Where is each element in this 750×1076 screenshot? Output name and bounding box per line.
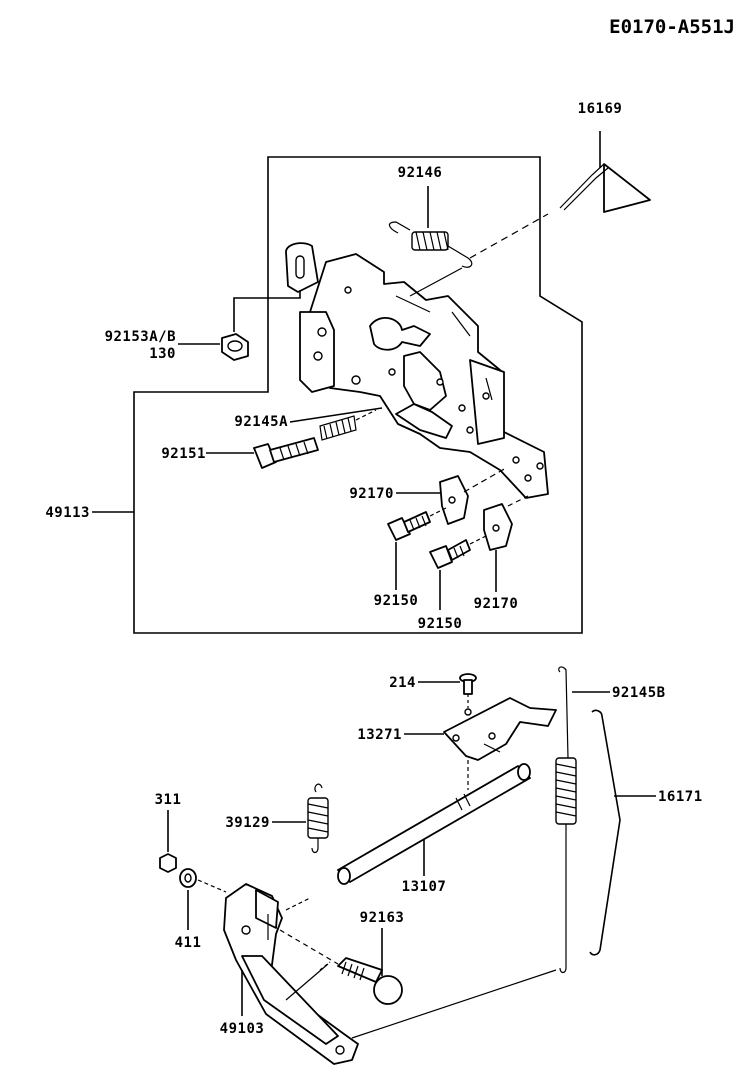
control-plate [285, 242, 549, 499]
washer-411 [179, 868, 227, 930]
label-92146: 92146 [398, 165, 443, 181]
label-92170-b: 92170 [474, 596, 519, 612]
nut-311 [159, 810, 177, 873]
label-49113: 49113 [45, 505, 90, 521]
spring-92145a [289, 407, 383, 441]
label-49103: 49103 [220, 1021, 265, 1037]
label-92163: 92163 [360, 910, 405, 926]
rod-16171 [589, 709, 656, 956]
bolt-92151 [206, 437, 319, 469]
label-92145a: 92145A [234, 414, 288, 430]
bolt-92163 [279, 928, 403, 1005]
label-16169: 16169 [578, 101, 623, 117]
plate-13271 [404, 697, 557, 790]
label-92150-a: 92150 [374, 593, 419, 609]
label-311: 311 [155, 792, 182, 808]
label-214: 214 [389, 675, 416, 691]
diagram-code: E0170-A551J [609, 16, 735, 38]
bolt-92150-b [429, 535, 487, 610]
shaft-13107 [337, 763, 531, 885]
spring-39129 [272, 783, 329, 854]
label-13271: 13271 [357, 727, 402, 743]
label-13107: 13107 [402, 879, 447, 895]
label-411: 411 [175, 935, 202, 951]
label-92153ab: 92153A/B [105, 329, 176, 345]
lever-49103 [223, 883, 557, 1065]
bolt-92150-a [387, 507, 447, 590]
label-92170-a: 92170 [349, 486, 394, 502]
label-92150-b: 92150 [418, 616, 463, 632]
label-39129: 39129 [225, 815, 270, 831]
bracket-92170-b [483, 495, 529, 592]
screw-214 [418, 673, 477, 708]
bolt-92153ab [178, 290, 301, 361]
link-16169 [559, 131, 651, 213]
bracket-92170-a [396, 467, 507, 525]
spring-92145b [555, 666, 610, 974]
label-16171: 16171 [658, 789, 703, 805]
label-92145b: 92145B [612, 685, 666, 701]
label-92151: 92151 [161, 446, 206, 462]
assembly-boundary-49113 [133, 156, 583, 634]
label-130: 130 [149, 346, 176, 362]
spring-92146 [388, 186, 549, 268]
